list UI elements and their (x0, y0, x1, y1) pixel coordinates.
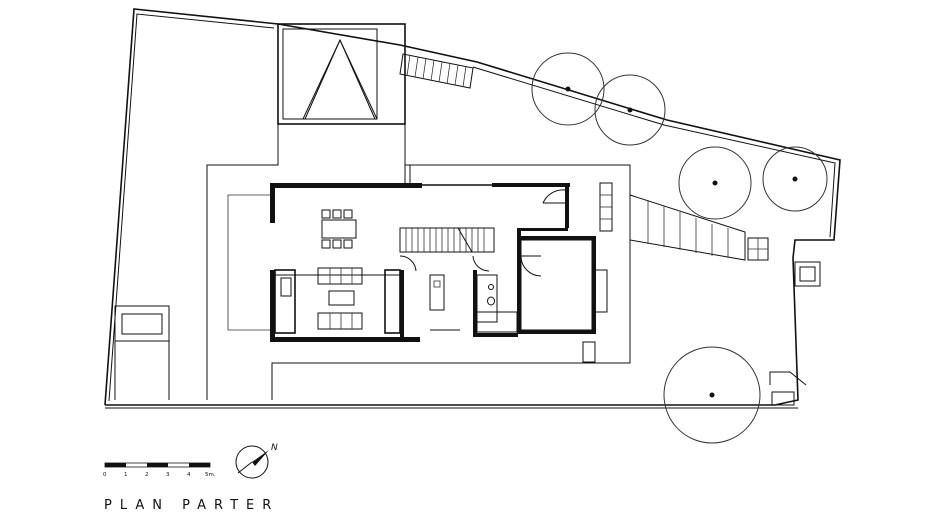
side-storage (582, 182, 613, 363)
tree (531, 52, 605, 126)
skylight-structure (277, 23, 406, 125)
scale-tick-4: 4 (187, 472, 191, 478)
garden-stairs (399, 53, 474, 89)
bathroom (476, 274, 518, 333)
house-walls (270, 183, 596, 342)
kitchen-counter (274, 269, 401, 334)
tree (678, 146, 752, 220)
garage (520, 239, 608, 331)
scale-tick-1: 1 (124, 472, 128, 478)
trees (531, 52, 828, 444)
tree (663, 346, 761, 444)
pool (114, 305, 170, 400)
scale-bar: 0 1 2 3 4 5m. (103, 462, 216, 478)
dining-table (321, 209, 357, 249)
scale-tick-5: 5m. (205, 472, 216, 478)
pergola (227, 194, 272, 331)
tree (594, 74, 666, 146)
entrance-ramp (629, 194, 746, 261)
terrace-outline (206, 124, 631, 400)
gate-pillars (747, 237, 821, 406)
hall-bench (429, 274, 445, 311)
north-label: N (271, 443, 278, 453)
tree (762, 146, 828, 212)
interior-stair (399, 227, 495, 253)
scale-tick-0: 0 (103, 472, 107, 478)
plan-title: PLAN PARTER (104, 498, 280, 513)
door-swings (399, 189, 566, 331)
living-room-furniture (317, 267, 363, 330)
scale-tick-2: 2 (145, 472, 149, 478)
scale-tick-3: 3 (166, 472, 170, 478)
north-arrow: N (235, 443, 278, 479)
